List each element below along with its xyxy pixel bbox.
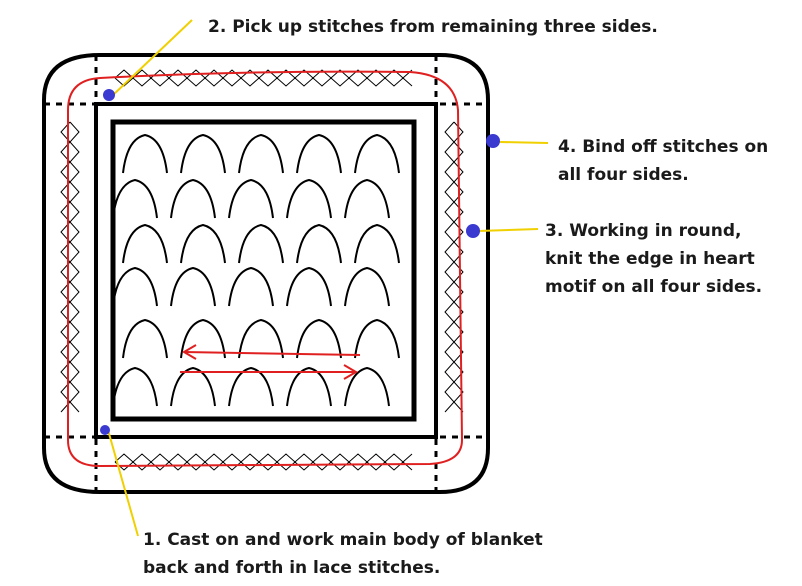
lace-arc <box>112 266 158 307</box>
heart-motif-zigzag <box>444 121 455 413</box>
main-body-frame <box>94 102 438 439</box>
marker-bindoff <box>486 134 500 148</box>
heart-motif-zigzag <box>69 121 80 413</box>
lace-arc <box>180 223 226 264</box>
lace-arc <box>286 366 332 407</box>
main-body-inner-frame <box>110 119 417 422</box>
annotation-step-2-line-1: 2. Pick up stitches from remaining three… <box>208 17 658 37</box>
lace-arc <box>112 178 158 219</box>
lace-arc <box>296 318 342 359</box>
lace-arc <box>344 178 390 219</box>
lace-arc <box>122 223 168 264</box>
heart-motif-zigzag <box>114 69 413 79</box>
lace-arc <box>180 133 226 174</box>
pointer-lines <box>107 19 549 537</box>
lace-arc <box>228 178 274 219</box>
lace-arcs <box>112 133 400 407</box>
back-and-forth-arrows <box>180 344 361 380</box>
stitch-markers <box>100 89 500 435</box>
lace-arc <box>180 318 226 359</box>
lace-arc <box>296 223 342 264</box>
heart-motif-zigzag <box>453 121 464 413</box>
marker-round <box>466 224 480 238</box>
lace-arc <box>170 178 216 219</box>
annotation-step-4: 4. Bind off stitches on all four sides. <box>558 133 768 189</box>
lace-arc <box>296 133 342 174</box>
annotation-step-4-line-2: all four sides. <box>558 165 689 185</box>
blanket-outer-outline <box>42 53 490 494</box>
lace-arc <box>170 366 216 407</box>
lace-arc <box>286 178 332 219</box>
lace-arc <box>354 318 400 359</box>
annotation-step-3-line-2: knit the edge in heart <box>545 249 755 269</box>
annotation-step-3: 3. Working in round, knit the edge in he… <box>545 217 762 301</box>
annotation-step-1-line-2: back and forth in lace stitches. <box>143 558 441 578</box>
lace-arc <box>228 366 274 407</box>
annotation-step-1: 1. Cast on and work main body of blanket… <box>143 526 543 582</box>
lace-arc <box>122 133 168 174</box>
lace-arc <box>344 266 390 307</box>
heart-motif-zigzag <box>114 453 413 463</box>
lace-arc <box>286 266 332 307</box>
lace-arc <box>228 266 274 307</box>
lace-arc <box>238 223 284 264</box>
marker-pickup <box>103 89 115 101</box>
lace-arc <box>122 318 168 359</box>
annotation-step-3-line-3: motif on all four sides. <box>545 277 763 297</box>
lace-arc <box>344 366 390 407</box>
lace-arc <box>112 366 158 407</box>
lace-arc <box>354 223 400 264</box>
lace-arc <box>238 318 284 359</box>
heart-motif-edge <box>60 69 464 471</box>
heart-motif-zigzag <box>114 77 413 87</box>
annotation-step-4-line-1: 4. Bind off stitches on <box>558 137 769 157</box>
annotation-step-2: 2. Pick up stitches from remaining three… <box>208 13 658 41</box>
lace-arc <box>354 133 400 174</box>
lace-arc <box>170 266 216 307</box>
annotation-step-1-line-1: 1. Cast on and work main body of blanket <box>143 530 543 550</box>
working-in-round-path <box>67 70 464 468</box>
annotation-step-3-line-1: 3. Working in round, <box>545 221 742 241</box>
marker-caston <box>100 425 110 435</box>
lace-arc <box>238 133 284 174</box>
